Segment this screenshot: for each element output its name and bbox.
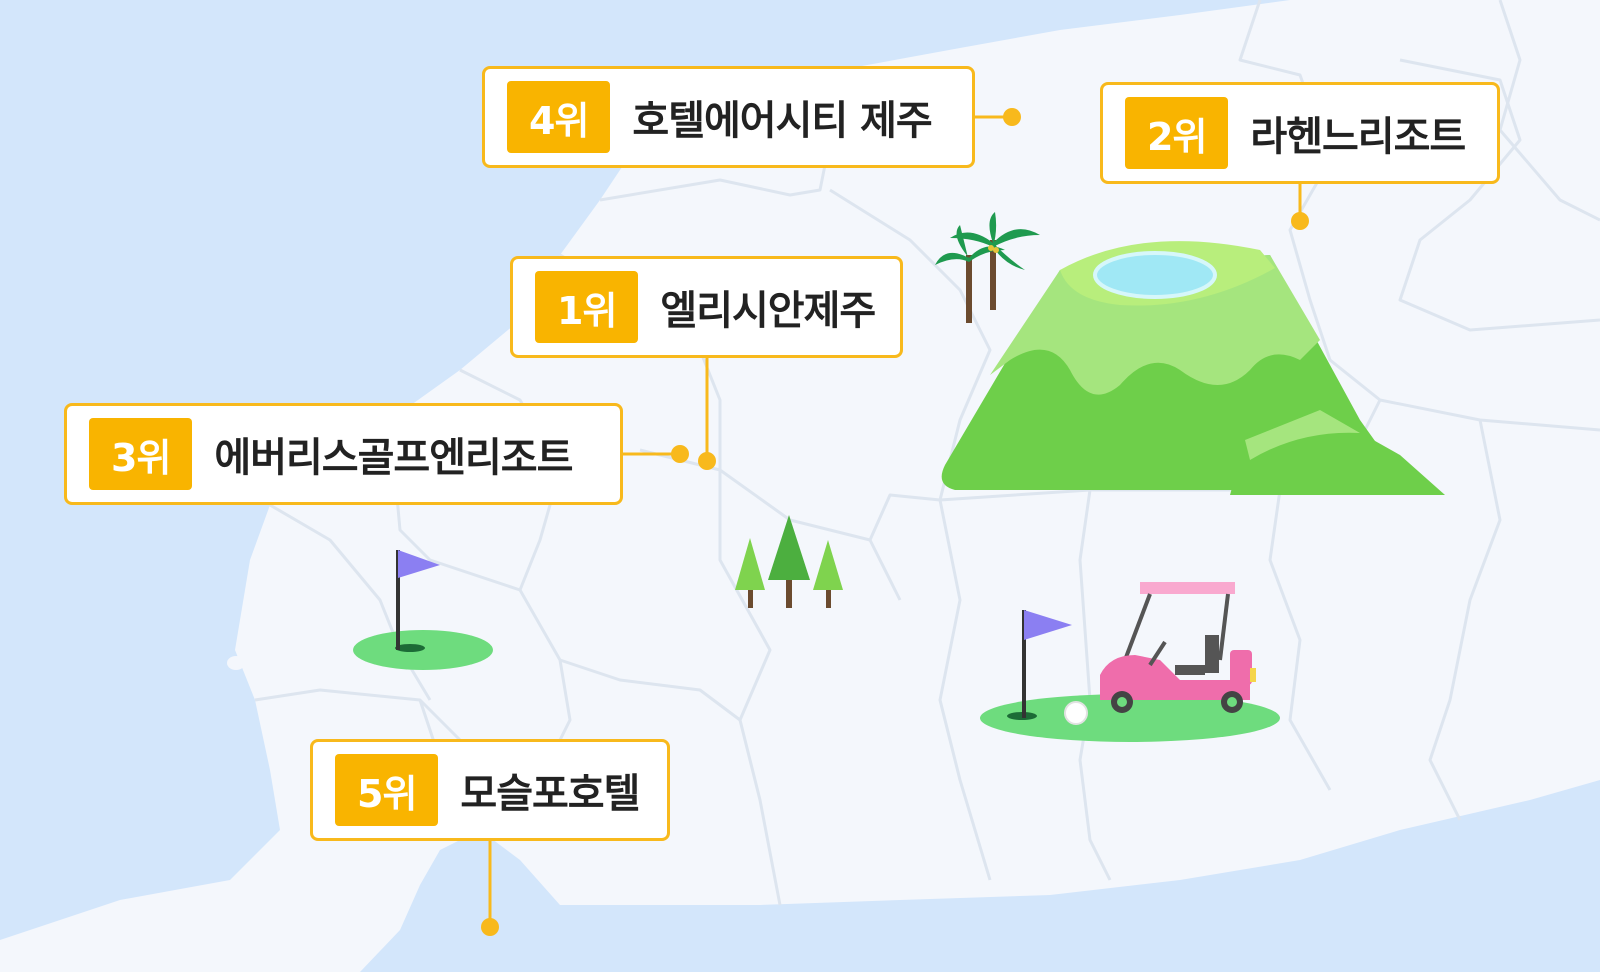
place-name: 에버리스골프엔리조트: [214, 435, 573, 481]
connector-dots: [481, 108, 1309, 936]
pine-trees-illustration: [735, 515, 843, 608]
golf-cart-illustration: [980, 582, 1280, 742]
place-name: 호텔에어시티 제주: [632, 98, 932, 144]
small-island: [227, 656, 245, 670]
rank-badge: 3위: [89, 418, 193, 490]
location-dot-4: [1003, 108, 1021, 126]
place-name: 엘리시안제주: [660, 288, 876, 334]
rank-label-5[interactable]: 5위 모슬포호텔: [310, 739, 670, 841]
golf-ball-illustration: [1064, 701, 1088, 725]
place-name: 모슬포호텔: [460, 771, 640, 817]
rank-label-3[interactable]: 3위 에버리스골프엔리조트: [64, 403, 623, 505]
location-dot-1: [698, 452, 716, 470]
mountain-illustration: [941, 241, 1445, 495]
location-dot-2: [1291, 212, 1309, 230]
location-dot-3: [671, 445, 689, 463]
golf-flag-illustration: [353, 550, 493, 670]
rank-badge: 1위: [535, 271, 639, 343]
place-name: 라헨느리조트: [1250, 114, 1466, 160]
rank-badge: 4위: [507, 81, 611, 153]
location-dot-5: [481, 918, 499, 936]
palm-trees-illustration: [935, 212, 1040, 323]
rank-label-1[interactable]: 1위 엘리시안제주: [510, 256, 903, 358]
rank-badge: 2위: [1125, 97, 1229, 169]
rank-label-2[interactable]: 2위 라헨느리조트: [1100, 82, 1500, 184]
rank-label-4[interactable]: 4위 호텔에어시티 제주: [482, 66, 975, 168]
rank-badge: 5위: [335, 754, 439, 826]
